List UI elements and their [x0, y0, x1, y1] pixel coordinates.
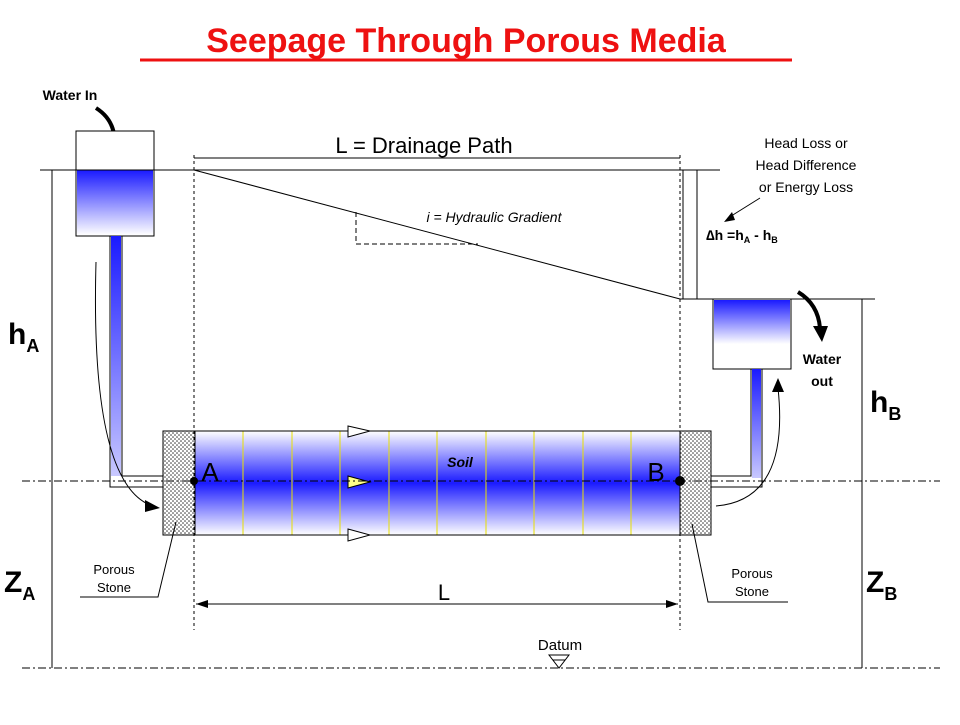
porous-stone-left-label-line2: Stone	[97, 580, 131, 595]
head-loss-label-line2: Head Difference	[756, 157, 857, 173]
z-b-sub: B	[884, 584, 897, 604]
soil-grid-lines	[242, 431, 632, 535]
dh-minus: - h	[750, 227, 771, 243]
left-pipe-outline	[109, 236, 163, 488]
drainage-path-label: L = Drainage Path	[335, 133, 512, 158]
page-title: Seepage Through Porous Media	[206, 22, 727, 60]
hydraulic-gradient-line	[193, 169, 681, 300]
right-tank-water	[714, 300, 790, 344]
length-label: L	[438, 580, 450, 605]
h-a-sub: A	[26, 336, 39, 356]
porous-stone-left-label-line1: Porous	[93, 562, 135, 577]
head-difference-formula: ∆h =hA - hB	[706, 227, 778, 245]
flow-curve-left	[95, 261, 151, 506]
right-pipe-inner	[711, 369, 752, 477]
left-pipe-inner	[121, 236, 163, 477]
datum-label: Datum	[538, 637, 582, 654]
right-pipe-outline	[711, 369, 763, 488]
datum-symbol-icon	[547, 654, 571, 669]
point-b-label: B	[647, 457, 664, 487]
head-loss-label-line1: Head Loss or	[764, 135, 848, 151]
left-tank-water	[77, 170, 153, 235]
left-pipe-horizontal-water	[122, 477, 163, 486]
h-a-main: h	[8, 318, 26, 351]
head-loss-pointer	[727, 197, 761, 219]
porous-stone-right-label-line1: Porous	[731, 566, 773, 581]
flow-arrow-top-icon	[347, 425, 371, 438]
right-standpipe-water	[752, 369, 761, 478]
soil-label: Soil	[447, 454, 474, 470]
z-a-sub: A	[22, 584, 35, 604]
water-out-arrowhead-icon	[813, 326, 828, 342]
flow-arrow-bottom-icon	[347, 528, 372, 542]
h-b-main: h	[870, 386, 888, 419]
porous-stone-left	[162, 430, 196, 536]
z-b-label: ZB	[866, 566, 897, 604]
flow-curve-right-arrowhead-icon	[772, 378, 784, 392]
dh-h: h =h	[715, 227, 744, 243]
z-a-label: ZA	[4, 566, 35, 604]
z-a-main: Z	[4, 566, 22, 599]
hydraulic-gradient-label: i = Hydraulic Gradient	[426, 209, 562, 225]
dh-sub-b: B	[771, 235, 778, 245]
water-out-label-line1: Water	[803, 351, 842, 367]
delta-symbol: ∆	[706, 227, 715, 243]
flow-curve-left-arrowhead-icon	[145, 500, 160, 512]
flow-arrow-middle-icon	[347, 475, 372, 489]
h-b-label: hB	[870, 386, 901, 424]
head-loss-pointer-arrowhead-icon	[724, 212, 735, 222]
length-arrow-right-icon	[666, 600, 678, 608]
dh-sub-a: A	[744, 235, 751, 245]
gradient-triangle	[355, 212, 478, 245]
h-b-sub: B	[888, 404, 901, 424]
h-a-label: hA	[8, 318, 39, 356]
z-b-main: Z	[866, 566, 884, 599]
water-in-label: Water In	[43, 87, 98, 103]
water-out-label-line2: out	[811, 373, 833, 389]
porous-stone-right-leader	[691, 523, 788, 603]
head-loss-label-line3: or Energy Loss	[759, 179, 853, 195]
porous-stone-right	[679, 430, 712, 536]
left-standpipe-water	[111, 236, 121, 476]
point-a-label: A	[201, 457, 219, 487]
porous-stone-right-label-line2: Stone	[735, 584, 769, 599]
flow-curve-right	[715, 387, 781, 507]
length-arrow-left-icon	[196, 600, 208, 608]
porous-stone-left-leader	[80, 521, 177, 598]
water-out-arrow-icon	[796, 290, 822, 329]
